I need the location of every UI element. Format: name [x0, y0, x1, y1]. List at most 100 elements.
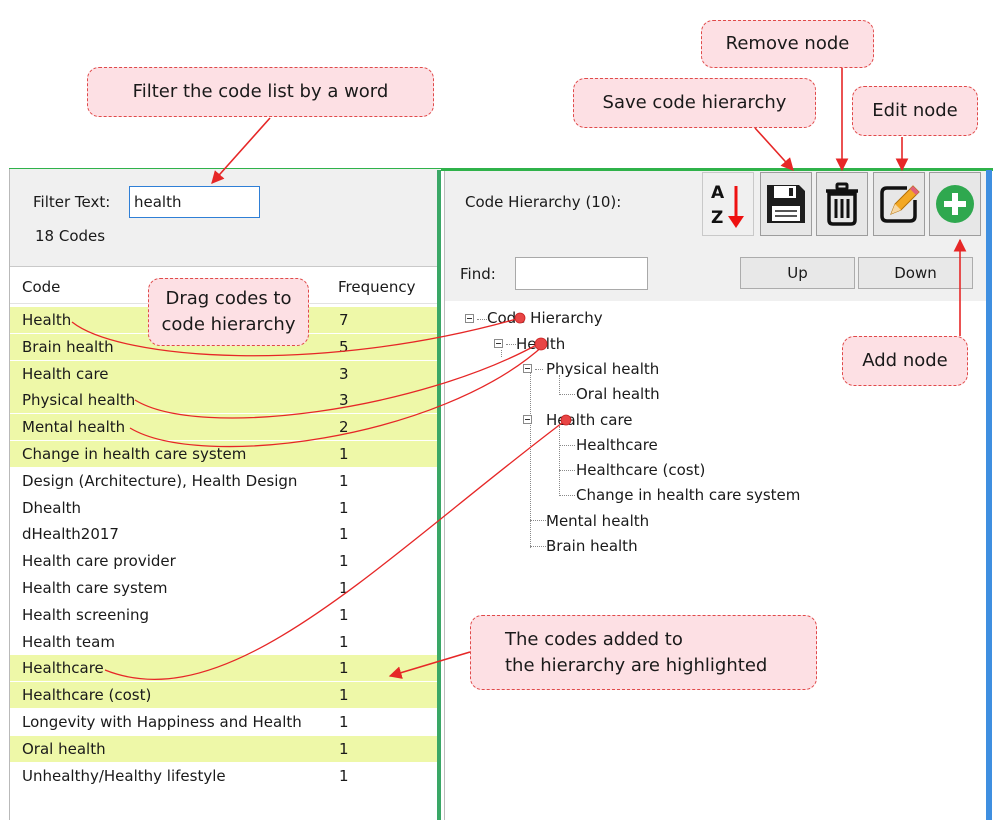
- frequency-cell: 7: [339, 311, 349, 329]
- column-header-frequency[interactable]: Frequency: [338, 278, 416, 296]
- tree-connector: [559, 470, 575, 471]
- find-label: Find:: [460, 265, 496, 283]
- collapse-toggle[interactable]: [465, 314, 474, 323]
- tree-node-healthcare-cost[interactable]: Healthcare (cost): [576, 461, 706, 479]
- edit-icon: [880, 185, 920, 223]
- code-cell: Health screening: [22, 605, 150, 624]
- collapse-toggle[interactable]: [523, 415, 532, 424]
- table-row[interactable]: Health care system 1: [10, 575, 438, 601]
- tree-connector: [506, 344, 516, 345]
- column-header-code[interactable]: Code: [22, 278, 61, 296]
- callout-highlighted-text-1: The codes added to: [505, 628, 683, 650]
- code-cell: Longevity with Happiness and Health: [22, 713, 302, 731]
- code-hierarchy-panel: Code Hierarchy (10): A Z: [444, 171, 987, 820]
- table-row[interactable]: Health screening 1: [10, 602, 438, 628]
- find-input[interactable]: [515, 257, 648, 290]
- tree-connector: [559, 375, 560, 395]
- tree-connector: [501, 350, 502, 357]
- tree-node-change-system[interactable]: Change in health care system: [576, 486, 801, 504]
- filter-input[interactable]: [129, 186, 260, 218]
- code-cell: Oral health: [22, 739, 106, 758]
- tree-node-healthcare[interactable]: Healthcare: [576, 436, 658, 454]
- tree-connector: [530, 546, 546, 547]
- svg-text:Z: Z: [711, 208, 723, 228]
- frequency-cell: 3: [339, 364, 349, 383]
- callout-drag-text-2: code hierarchy: [161, 314, 296, 335]
- table-row[interactable]: Oral health 1: [10, 735, 438, 762]
- collapse-toggle[interactable]: [523, 364, 532, 373]
- callout-edit-node: Edit node: [852, 86, 978, 136]
- sort-az-button[interactable]: A Z: [702, 172, 754, 236]
- frequency-cell: 1: [339, 498, 349, 517]
- code-cell: Healthcare (cost): [22, 686, 152, 705]
- tree-node-root[interactable]: Code Hierarchy: [487, 309, 603, 327]
- table-row[interactable]: Design (Architecture), Health Design 1: [10, 468, 438, 494]
- callout-add-text: Add node: [862, 350, 948, 371]
- tree-node-health-care[interactable]: Health care: [546, 411, 633, 429]
- tree-node-health[interactable]: Health: [516, 335, 566, 353]
- tree-connector: [559, 445, 575, 446]
- arrow-save: [754, 127, 794, 171]
- frequency-cell: 1: [339, 605, 349, 624]
- tree-connector: [530, 520, 546, 521]
- table-row[interactable]: Healthcare (cost)1: [10, 682, 438, 709]
- frequency-cell: 5: [339, 337, 349, 356]
- callout-filter: Filter the code list by a word: [87, 67, 434, 117]
- move-down-button[interactable]: Down: [858, 257, 973, 289]
- code-cell: dHealth2017: [22, 525, 119, 544]
- code-cell: Mental health: [22, 418, 126, 437]
- move-up-button[interactable]: Up: [740, 257, 855, 289]
- code-cell: Design (Architecture), Health Design: [22, 471, 298, 490]
- callout-remove-text: Remove node: [725, 33, 850, 54]
- tree-node-brain-health[interactable]: Brain health: [546, 537, 638, 555]
- code-cell: Change in health care system: [22, 445, 247, 463]
- code-cell: Health care provider: [22, 552, 176, 571]
- frequency-cell: 1: [339, 471, 349, 490]
- table-row[interactable]: Change in health care system 1: [10, 441, 438, 467]
- frequency-cell: 1: [339, 739, 349, 758]
- code-cell: Health care: [22, 364, 109, 383]
- callout-edit-text: Edit node: [872, 100, 958, 121]
- add-node-button[interactable]: [929, 172, 981, 236]
- tree-node-physical-health[interactable]: Physical health: [546, 360, 660, 378]
- code-cell: Brain health: [22, 337, 114, 356]
- tree-node-oral-health[interactable]: Oral health: [576, 385, 660, 403]
- tree-connector: [535, 369, 543, 370]
- frequency-cell: 1: [339, 632, 349, 651]
- hierarchy-toolbar: Code Hierarchy (10): A Z: [445, 171, 987, 301]
- edit-node-button[interactable]: [873, 172, 925, 236]
- collapse-toggle[interactable]: [494, 339, 503, 348]
- callout-remove-node: Remove node: [701, 20, 874, 68]
- tree-node-mental-health[interactable]: Mental health: [546, 512, 650, 530]
- callout-add-node: Add node: [842, 336, 968, 386]
- frequency-cell: 1: [339, 552, 349, 571]
- remove-node-button[interactable]: [816, 172, 868, 236]
- hierarchy-title: Code Hierarchy (10):: [465, 193, 622, 211]
- panel-divider-left[interactable]: [437, 170, 441, 820]
- tree-connector: [559, 394, 575, 395]
- tree-connector: [530, 370, 531, 548]
- code-cell: Health care system: [22, 579, 168, 597]
- frequency-cell: 1: [339, 579, 349, 597]
- frequency-cell: 1: [339, 766, 349, 785]
- panel-top-border: [9, 168, 993, 171]
- table-row[interactable]: Health care provider 1: [10, 548, 438, 574]
- table-row[interactable]: Health care 3: [10, 360, 438, 387]
- callout-save-hierarchy: Save code hierarchy: [573, 78, 816, 128]
- save-hierarchy-button[interactable]: [760, 172, 812, 236]
- save-icon: [767, 185, 805, 223]
- tree-connector: [477, 319, 487, 320]
- frequency-cell: 3: [339, 391, 349, 410]
- add-icon: [936, 185, 974, 223]
- frequency-cell: 1: [339, 445, 349, 463]
- callout-filter-text: Filter the code list by a word: [132, 81, 389, 102]
- tree-connector: [559, 426, 560, 496]
